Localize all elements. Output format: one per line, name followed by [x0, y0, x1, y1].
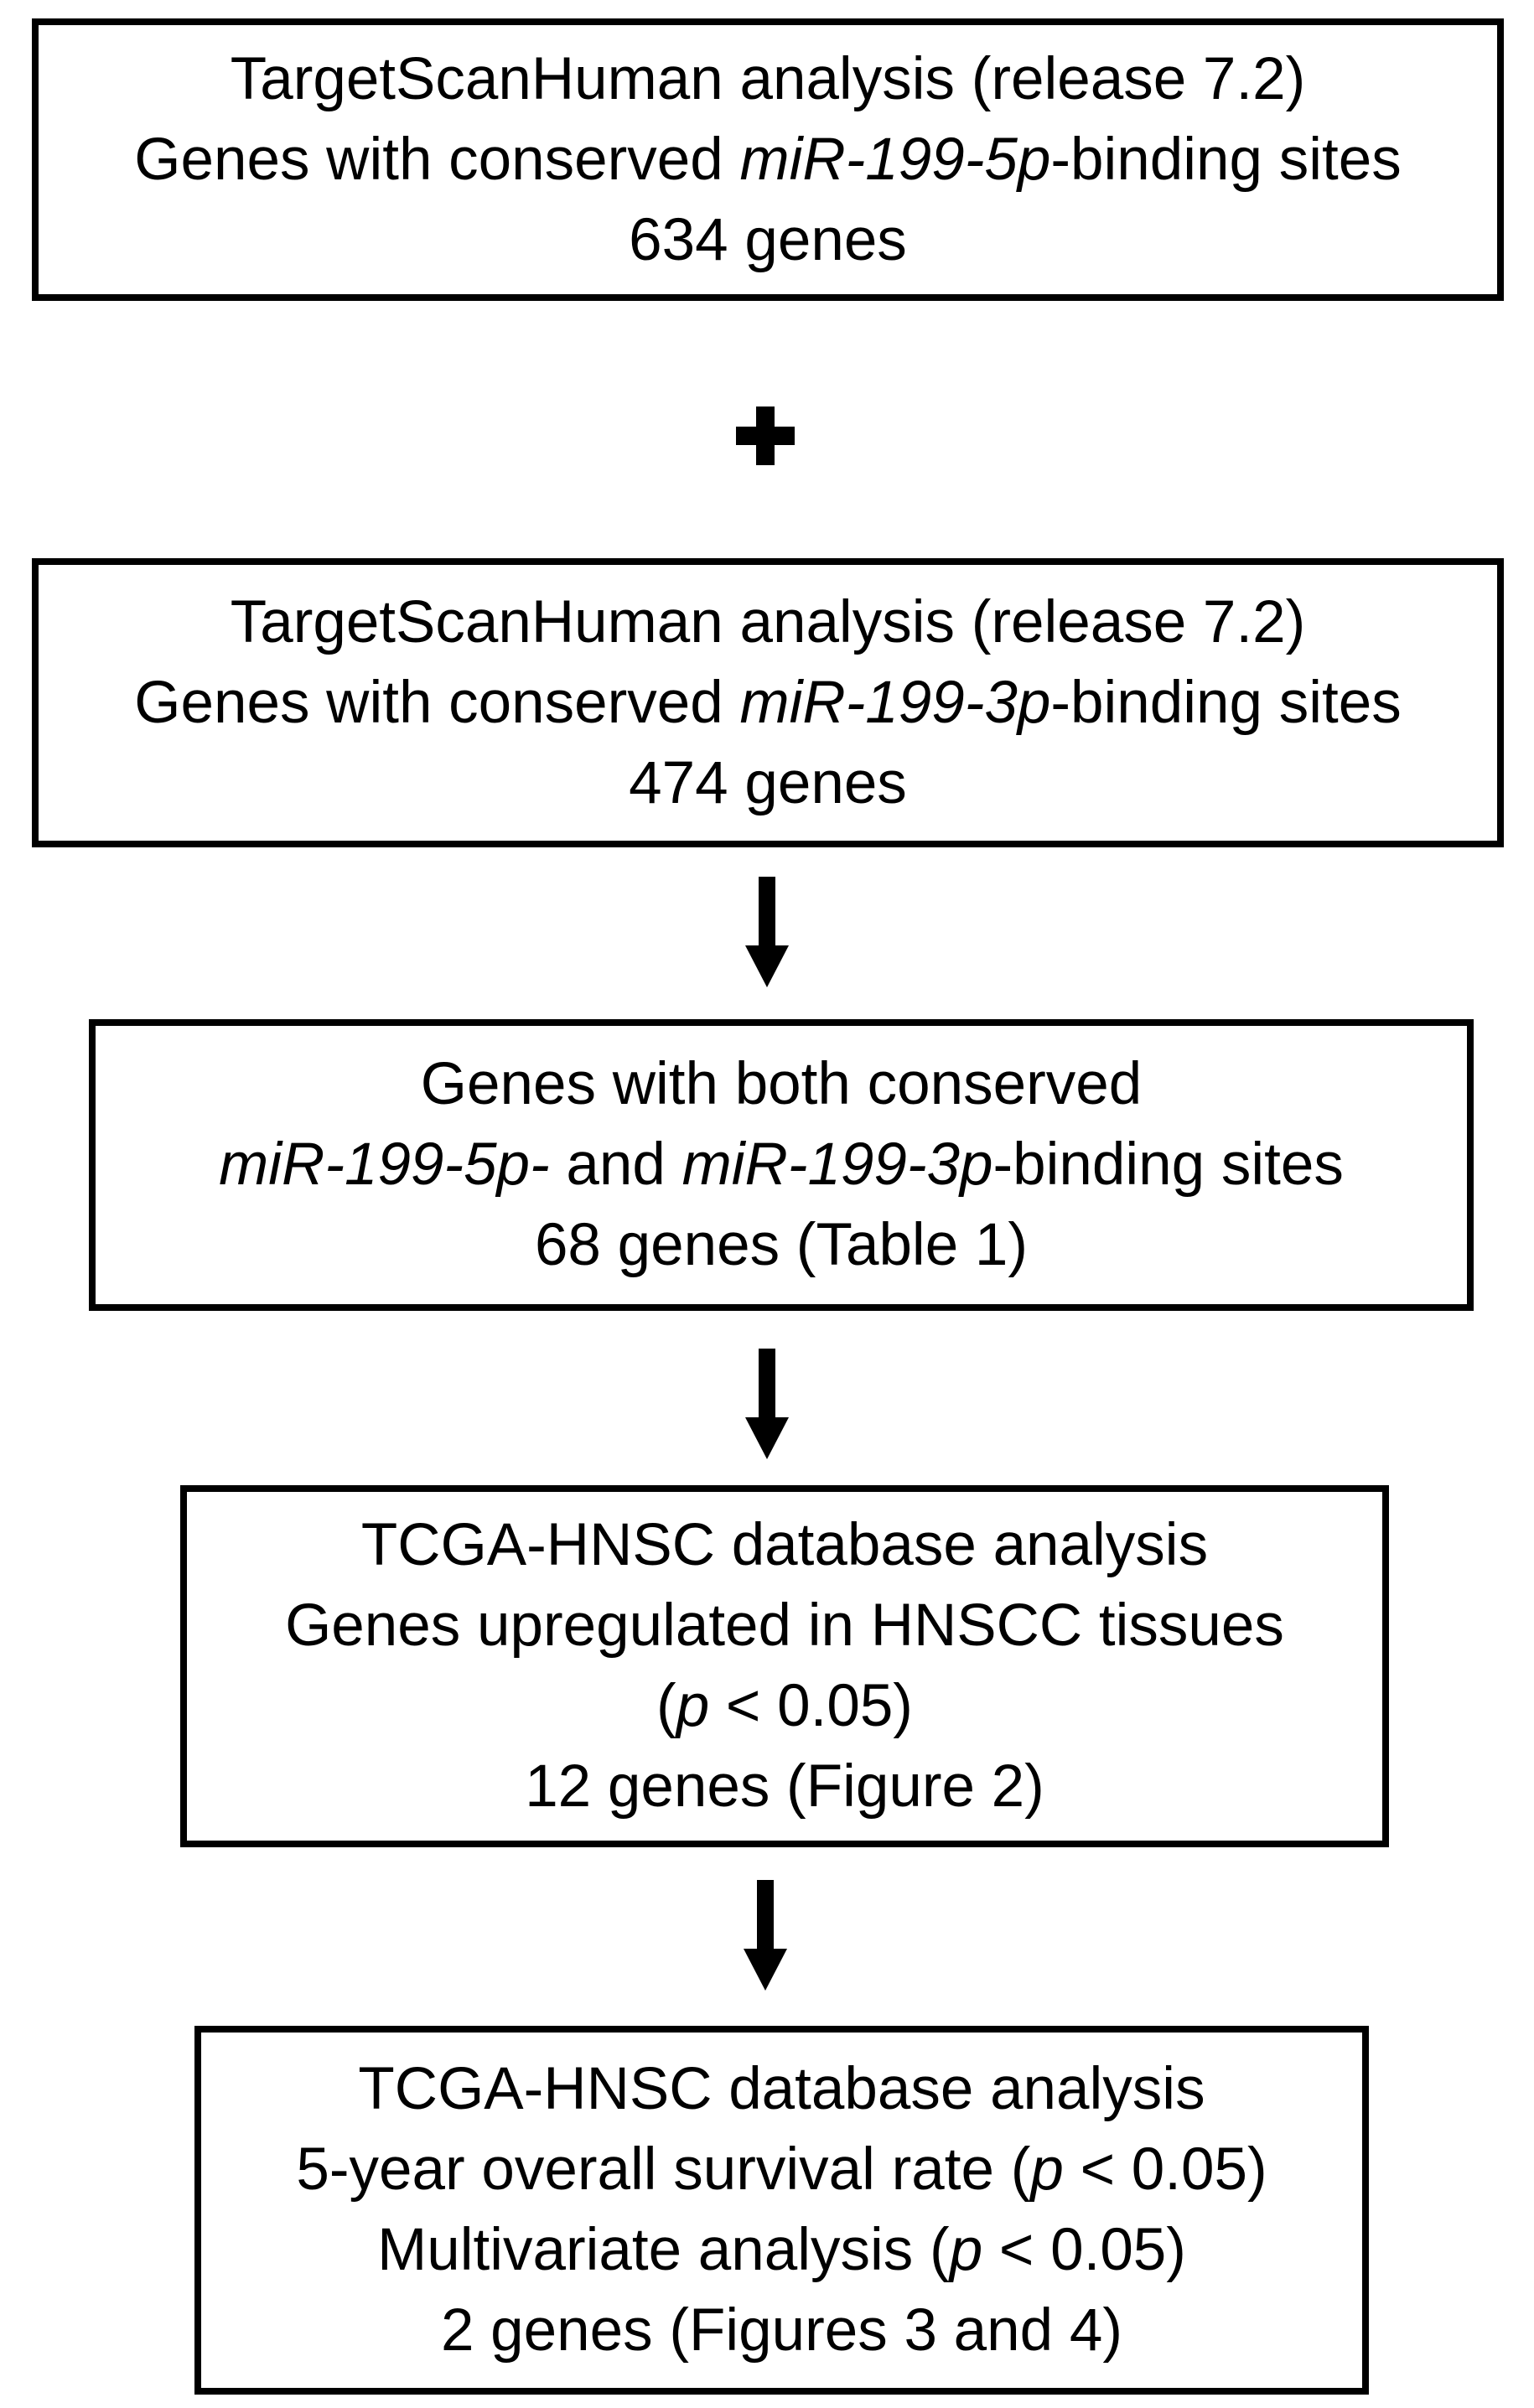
box-line: 634 genes: [629, 200, 907, 281]
box-line: Multivariate analysis (p < 0.05): [377, 2210, 1186, 2291]
text-segment: Genes with conserved: [134, 669, 740, 736]
text-segment: Genes with both conserved: [420, 1051, 1143, 1117]
italic-p-value: p: [676, 1673, 710, 1739]
gene-count: 634 genes: [629, 206, 907, 273]
text-segment: 5-year overall survival rate (: [296, 2136, 1031, 2203]
text-segment: Genes with conserved: [134, 126, 740, 193]
box-line: TargetScanHuman analysis (release 7.2): [231, 583, 1306, 663]
plus-icon: [736, 407, 795, 465]
gene-name-mir-199-3p: miR-199-3p: [739, 669, 1051, 736]
gene-name-mir-199-5p: miR-199-5p-: [219, 1132, 550, 1198]
text-segment: TCGA-HNSC database analysis: [358, 2056, 1205, 2122]
gene-count: 474 genes: [629, 749, 907, 816]
box-line: 2 genes (Figures 3 and 4): [441, 2291, 1122, 2371]
arrow-down-icon: [744, 1880, 787, 1991]
text-segment: -binding sites: [1050, 126, 1402, 193]
box-targetscan-mir-199-5p: TargetScanHuman analysis (release 7.2) G…: [32, 18, 1504, 301]
gene-count: 12 genes (Figure 2): [525, 1753, 1044, 1820]
box-line: miR-199-5p- and miR-199-3p-binding sites: [219, 1125, 1344, 1205]
text-segment: Multivariate analysis (: [377, 2217, 950, 2283]
gene-count: 2 genes (Figures 3 and 4): [440, 2297, 1123, 2364]
box-line: (p < 0.05): [656, 1666, 913, 1747]
box-intersection-genes: Genes with both conserved miR-199-5p- an…: [89, 1019, 1474, 1311]
gene-name-mir-199-3p: miR-199-3p: [681, 1132, 993, 1198]
text-segment: -binding sites: [992, 1132, 1344, 1198]
text-segment: TargetScanHuman analysis (release 7.2): [230, 588, 1306, 655]
box-line: 68 genes (Table 1): [535, 1205, 1028, 1286]
gene-name-mir-199-5p: miR-199-5p: [739, 126, 1051, 193]
box-targetscan-mir-199-3p: TargetScanHuman analysis (release 7.2) G…: [32, 558, 1504, 847]
text-segment: TargetScanHuman analysis (release 7.2): [230, 45, 1306, 112]
arrow-down-icon: [745, 1349, 789, 1459]
italic-p-value: p: [949, 2217, 983, 2283]
text-segment: -binding sites: [1050, 669, 1402, 736]
text-segment: (: [656, 1673, 676, 1739]
box-line: Genes with both conserved: [421, 1044, 1142, 1125]
text-segment: and: [549, 1132, 682, 1198]
box-tcga-survival: TCGA-HNSC database analysis 5-year overa…: [194, 2026, 1369, 2395]
box-line: TCGA-HNSC database analysis: [358, 2049, 1205, 2130]
box-line: TCGA-HNSC database analysis: [361, 1505, 1208, 1586]
box-line: 12 genes (Figure 2): [525, 1747, 1044, 1827]
box-line: 474 genes: [629, 743, 907, 824]
box-line: 5-year overall survival rate (p < 0.05): [296, 2130, 1267, 2210]
gene-count: 68 genes (Table 1): [534, 1212, 1029, 1278]
box-line: Genes upregulated in HNSCC tissues: [285, 1586, 1284, 1666]
text-segment: < 0.05): [709, 1673, 913, 1739]
text-segment: < 0.05): [1063, 2136, 1267, 2203]
text-segment: < 0.05): [982, 2217, 1186, 2283]
text-segment: Genes upregulated in HNSCC tissues: [285, 1592, 1284, 1659]
text-segment: TCGA-HNSC database analysis: [360, 1512, 1209, 1578]
italic-p-value: p: [1030, 2136, 1064, 2203]
arrow-down-icon: [745, 877, 789, 987]
box-tcga-upregulated: TCGA-HNSC database analysis Genes upregu…: [180, 1485, 1389, 1847]
box-line: Genes with conserved miR-199-3p-binding …: [134, 663, 1401, 743]
box-line: Genes with conserved miR-199-5p-binding …: [134, 120, 1401, 200]
box-line: TargetScanHuman analysis (release 7.2): [231, 39, 1306, 120]
